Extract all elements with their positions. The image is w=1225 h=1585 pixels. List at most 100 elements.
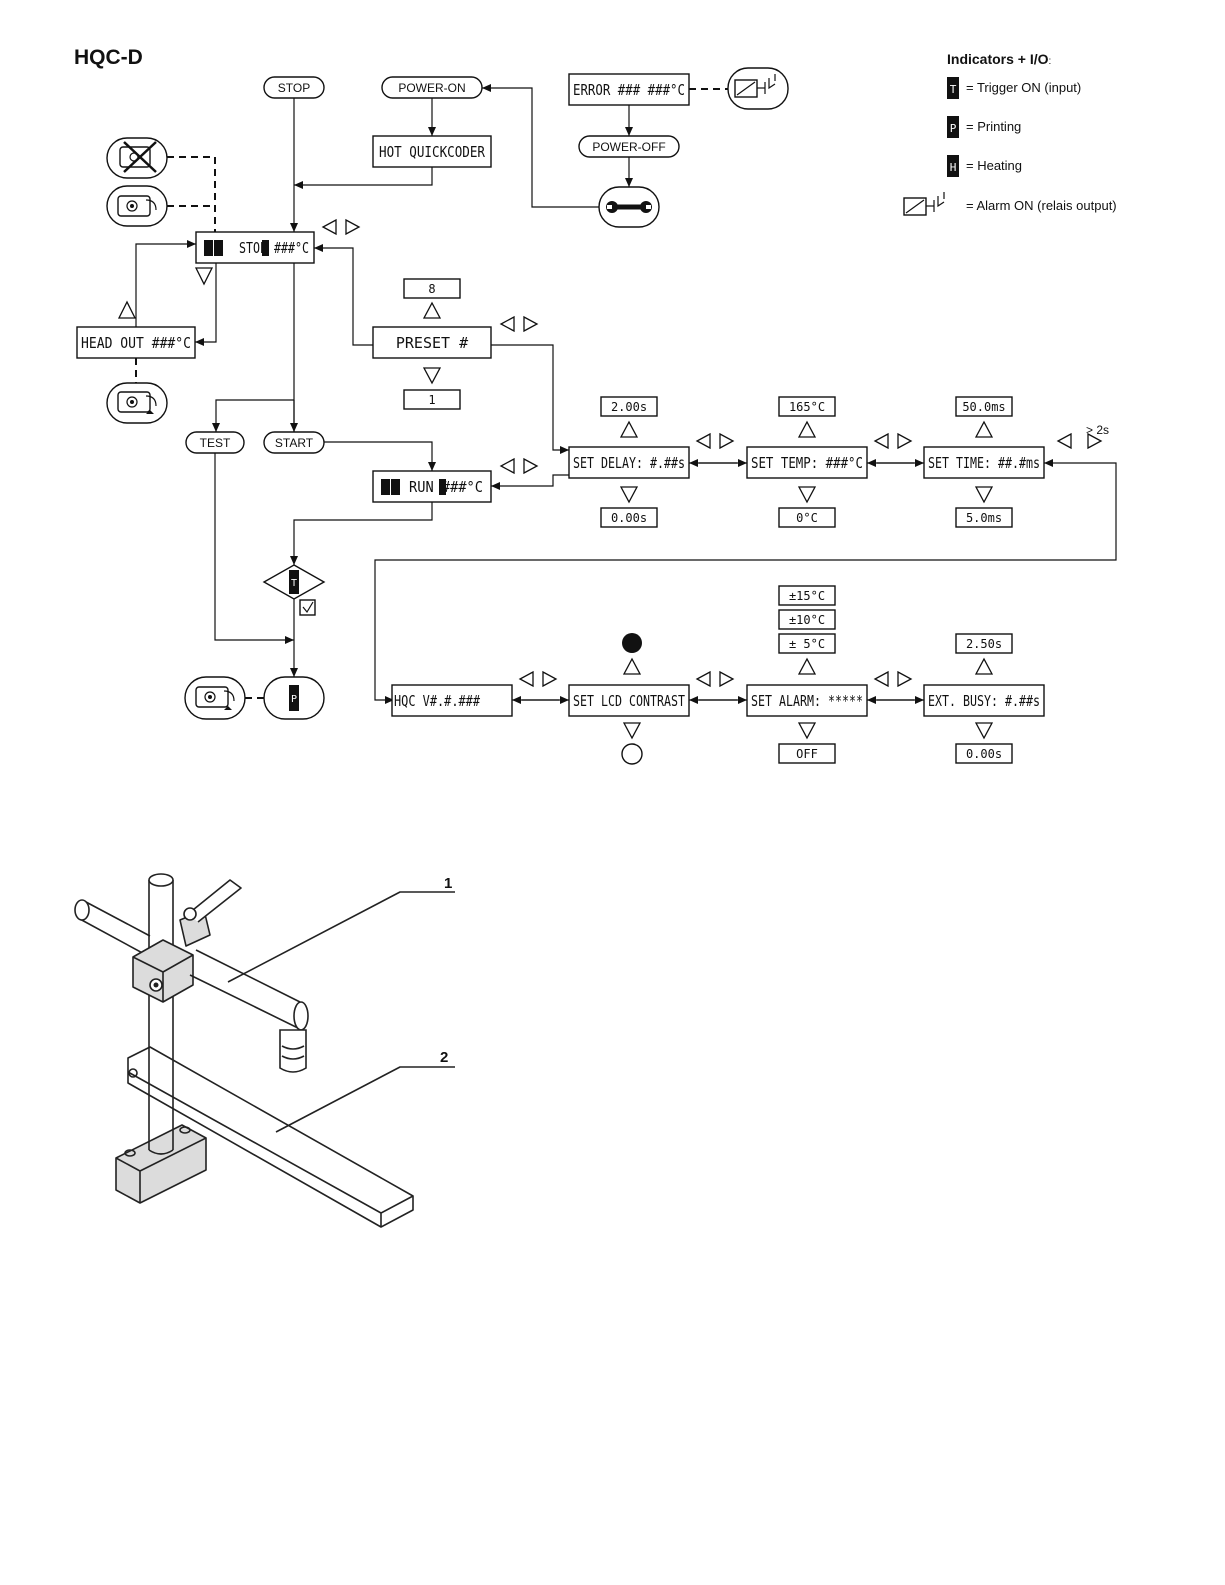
stop-key-label: STOP xyxy=(278,81,310,95)
busy-min-box: 0.00s xyxy=(955,743,1013,764)
temp-min-value: 0°C xyxy=(796,511,818,525)
delay-down-arrow xyxy=(619,486,639,504)
contrast-max-icon xyxy=(622,633,642,653)
legend-trigger-text: = Trigger ON (input) xyxy=(966,80,1081,95)
alarm-busy-nav-arrows xyxy=(873,670,913,688)
time-max-box: 50.0ms xyxy=(955,396,1013,417)
delay-up-arrow xyxy=(619,420,639,438)
run-nav-arrows xyxy=(499,457,539,475)
lcd-hot-quickcoder-text: HOT QUICKCODER xyxy=(379,143,486,161)
alarm-option-10: ±10°C xyxy=(789,613,825,627)
temp-min-box: 0°C xyxy=(778,507,836,528)
busy-up-arrow xyxy=(974,657,994,675)
lcd-set-delay: SET DELAY: #.##s xyxy=(568,446,690,479)
temp-time-nav-arrows xyxy=(873,432,913,450)
busy-min-value: 0.00s xyxy=(966,747,1002,761)
lcd-version: HQC V#.#.### xyxy=(391,684,513,717)
svg-text:P: P xyxy=(291,694,297,705)
alarm-up-arrow xyxy=(797,657,817,675)
power-on-key-label: POWER-ON xyxy=(398,81,465,95)
preset-max-value: 8 xyxy=(428,282,435,296)
printing-indicator-icon: P xyxy=(947,116,959,138)
preset-min-box: 1 xyxy=(403,389,461,410)
print-label-icon xyxy=(184,676,246,720)
diagram-title: HQC-D xyxy=(74,46,143,69)
svg-text:T: T xyxy=(950,83,957,96)
preset-up-arrow xyxy=(422,301,442,319)
lcd-preset: PRESET # xyxy=(372,326,492,359)
hold-time-note: > 2s xyxy=(1086,423,1109,437)
callout-1: 1 xyxy=(444,875,452,892)
delay-temp-nav-arrows xyxy=(695,432,735,450)
label-present-icon xyxy=(106,185,168,227)
legend-heading: Indicators + I/O xyxy=(947,51,1049,67)
alarm-option-5-box: ± 5°C xyxy=(778,633,836,654)
lcd-set-lcd-contrast: SET LCD CONTRAST xyxy=(568,684,690,717)
heating-indicator-icon: H xyxy=(947,155,959,177)
svg-text:P: P xyxy=(950,122,957,135)
lcd-ext-busy: EXT. BUSY: #.##s xyxy=(923,684,1045,717)
legend-printing-text: = Printing xyxy=(966,119,1021,134)
legend: Indicators + I/O: T = Trigger ON (input)… xyxy=(903,51,1117,216)
lcd-hot-quickcoder: HOT QUICKCODER xyxy=(372,135,492,168)
contrast-alarm-nav-arrows xyxy=(695,670,735,688)
lcd-set-alarm: SET ALARM: ***** xyxy=(746,684,868,717)
preset-max-box: 8 xyxy=(403,278,461,299)
alarm-option-5: ± 5°C xyxy=(789,637,825,651)
head-out-up-arrow xyxy=(117,300,137,319)
contrast-min-icon xyxy=(621,743,643,765)
time-next-nav-arrows xyxy=(1056,432,1103,450)
time-min-box: 5.0ms xyxy=(955,507,1013,528)
busy-max-value: 2.50s xyxy=(966,637,1002,651)
delay-max-value: 2.00s xyxy=(611,400,647,414)
lcd-run-text: RUN ###°C xyxy=(409,478,483,496)
temp-down-arrow xyxy=(797,486,817,504)
stop-key[interactable]: STOP xyxy=(263,76,325,99)
test-key-label: TEST xyxy=(200,436,231,450)
svg-text:H: H xyxy=(950,161,957,174)
lcd-stop: STOP ###°C xyxy=(195,231,315,264)
time-min-value: 5.0ms xyxy=(966,511,1002,525)
temp-max-value: 165°C xyxy=(789,400,825,414)
lcd-head-out: HEAD OUT ###°C xyxy=(76,326,196,359)
lcd-ext-busy-text: EXT. BUSY: #.##s xyxy=(928,692,1040,710)
power-on-key[interactable]: POWER-ON xyxy=(381,76,483,99)
lcd-set-delay-text: SET DELAY: #.##s xyxy=(573,454,685,472)
trigger-indicator-icon: T xyxy=(947,77,959,99)
alarm-min-value: OFF xyxy=(796,747,818,761)
power-off-key-label: POWER-OFF xyxy=(592,140,665,154)
start-key[interactable]: START xyxy=(263,431,325,454)
contrast-down-arrow xyxy=(622,722,642,740)
lcd-stop-text: STOP ###°C xyxy=(239,239,309,257)
service-wrench-icon xyxy=(598,186,660,228)
no-label-icon xyxy=(106,137,168,179)
lcd-error-text: ERROR ### ###°C xyxy=(573,81,685,99)
relay-icon xyxy=(903,192,945,216)
delay-min-value: 0.00s xyxy=(611,511,647,525)
delay-max-box: 2.00s xyxy=(600,396,658,417)
alarm-option-10-box: ±10°C xyxy=(778,609,836,630)
lcd-set-temp-text: SET TEMP: ###°C xyxy=(751,454,863,472)
lcd-preset-text: PRESET # xyxy=(396,334,468,352)
mounting-stand-figure xyxy=(74,873,455,1228)
lcd-set-time: SET TIME: ##.#ms xyxy=(923,446,1045,479)
legend-heading-colon: : xyxy=(1049,56,1052,67)
alarm-min-box: OFF xyxy=(778,743,836,764)
start-key-label: START xyxy=(275,436,314,450)
time-up-arrow xyxy=(974,420,994,438)
svg-text:T: T xyxy=(291,578,297,589)
alarm-down-arrow xyxy=(797,722,817,740)
power-off-key[interactable]: POWER-OFF xyxy=(578,135,680,158)
preset-nav-arrows xyxy=(499,315,539,333)
preset-down-arrow xyxy=(422,367,442,385)
contrast-up-arrow xyxy=(622,657,642,675)
temp-max-box: 165°C xyxy=(778,396,836,417)
alarm-option-15: ±15°C xyxy=(789,589,825,603)
alarm-option-15-box: ±15°C xyxy=(778,585,836,606)
lcd-set-time-text: SET TIME: ##.#ms xyxy=(928,454,1040,472)
lcd-error: ERROR ### ###°C xyxy=(568,73,690,106)
test-key[interactable]: TEST xyxy=(185,431,245,454)
temp-up-arrow xyxy=(797,420,817,438)
stop-down-arrow xyxy=(194,267,214,286)
